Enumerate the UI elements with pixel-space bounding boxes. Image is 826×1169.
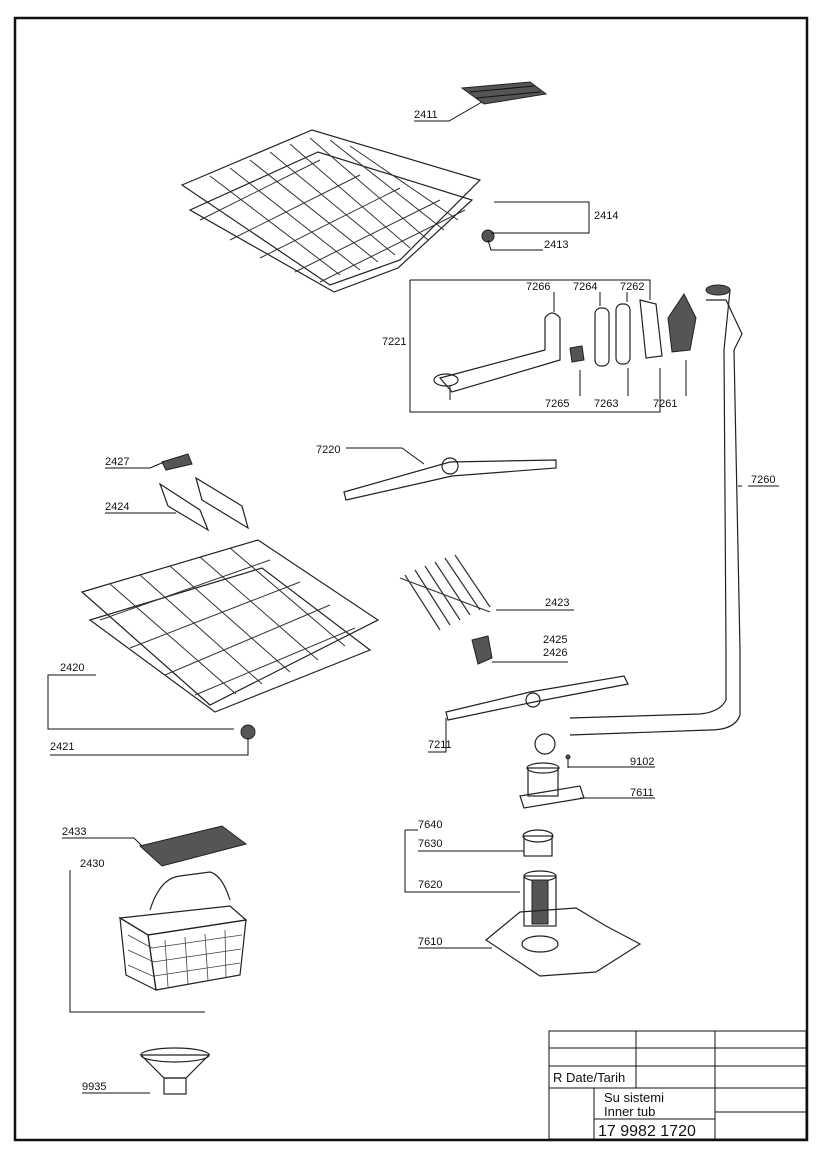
part-7260-water-pipe [569, 284, 743, 736]
label-2425: 2425 [543, 634, 567, 646]
label-2427: 2427 [105, 456, 129, 468]
part-2424-tines [158, 476, 249, 532]
part-7610-filter-plate [484, 907, 642, 977]
part-2430-cutlery-basket [118, 871, 248, 992]
part-2421-wheel [240, 724, 256, 740]
part-7211-lower-spray-arm [445, 675, 629, 721]
label-7620: 7620 [418, 879, 442, 891]
label-2430: 2430 [80, 858, 104, 870]
part-7630-filter-cap [522, 829, 554, 857]
part-7261-valve [667, 293, 697, 353]
label-7262: 7262 [620, 281, 644, 293]
part-7611-sump-housing [519, 733, 585, 809]
label-7265: 7265 [545, 398, 569, 410]
label-2424: 2424 [105, 501, 129, 513]
label-2414: 2414 [594, 210, 618, 222]
part-2420-lower-basket [80, 539, 380, 713]
label-7611: 7611 [630, 787, 654, 799]
part-7620-fine-filter [523, 870, 557, 927]
part-labels: 2411 2414 2413 7266 7264 7262 7221 7265 … [50, 109, 775, 1093]
drawing-frame [13, 16, 809, 1142]
leader-lines [47, 101, 779, 1094]
part-2411-shelf [460, 81, 548, 105]
part-2425-clip [471, 635, 493, 665]
drawing-name-tr: Su sistemi [604, 1090, 664, 1105]
part-2427-holder [161, 453, 193, 471]
label-7266: 7266 [526, 281, 550, 293]
label-2411: 2411 [414, 109, 438, 121]
drawing-name-en: Inner tub [604, 1104, 655, 1119]
part-7266-upper-arm-pipe [433, 312, 561, 400]
label-7640: 7640 [418, 819, 442, 831]
label-2421: 2421 [50, 741, 74, 753]
revision-date-label: R Date/Tarih [553, 1070, 625, 1085]
label-7260: 7260 [751, 474, 775, 486]
part-7220-upper-spray-arm [343, 457, 557, 501]
label-7211: 7211 [428, 739, 452, 751]
part-2414-upper-basket [180, 129, 482, 293]
label-7610: 7610 [418, 936, 442, 948]
label-2426: 2426 [543, 647, 567, 659]
title-block: R Date/Tarih Su sistemi Inner tub 17 998… [548, 1030, 807, 1140]
label-2423: 2423 [545, 597, 569, 609]
part-2423-tine-row [399, 554, 491, 631]
label-7261: 7261 [653, 398, 677, 410]
label-7263: 7263 [594, 398, 618, 410]
label-7221: 7221 [382, 336, 406, 348]
label-2433: 2433 [62, 826, 86, 838]
label-9935: 9935 [82, 1081, 106, 1093]
part-7262-connector [639, 299, 663, 359]
part-9935-funnel [139, 1047, 211, 1095]
part-2433-cutlery-lid [138, 825, 248, 867]
part-7264-seal [594, 307, 610, 367]
label-7264: 7264 [573, 281, 597, 293]
label-9102: 9102 [630, 756, 654, 768]
label-7630: 7630 [418, 838, 442, 850]
part-9102-screw [565, 754, 571, 768]
label-2420: 2420 [60, 662, 84, 674]
part-7263-seal [615, 303, 631, 365]
part-7265-clip [569, 345, 585, 363]
drawing-part-number: 17 9982 1720 [598, 1123, 696, 1140]
label-2413: 2413 [544, 239, 568, 251]
label-7220: 7220 [316, 444, 340, 456]
